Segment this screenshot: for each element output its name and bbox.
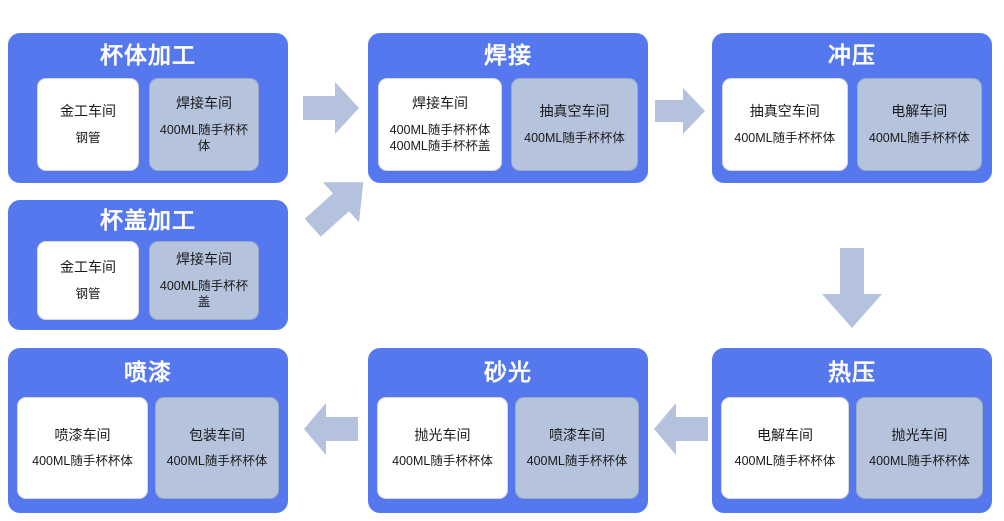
process-card-title: 冲压 (828, 42, 876, 68)
workshop-items: 400ML随手杯杯体 (869, 454, 970, 469)
workshop-name: 电解车间 (757, 426, 813, 443)
workshop-slot-row: 电解车间 400ML随手杯杯体 抛光车间 400ML随手杯杯体 (721, 397, 983, 499)
workshop-items: 400ML随手杯杯盖 (159, 278, 249, 309)
workshop-items: 钢管 (75, 286, 101, 301)
workshop-items: 400ML随手杯杯体 (526, 454, 628, 469)
workshop-name: 喷漆车间 (54, 426, 111, 443)
process-card-spray-painting[interactable]: 喷漆 喷漆车间 400ML随手杯杯体 包装车间 400ML随手杯杯体 (8, 348, 288, 513)
process-card-cup-lid-processing[interactable]: 杯盖加工 金工车间 钢管 焊接车间 400ML随手杯杯盖 (8, 200, 288, 330)
arrow-right-icon (655, 88, 705, 134)
process-card-sanding[interactable]: 砂光 抛光车间 400ML随手杯杯体 喷漆车间 400ML随手杯杯体 (368, 348, 648, 513)
workshop-items: 400ML随手杯杯体 (524, 130, 625, 145)
workshop-items: 400ML随手杯杯体 (166, 454, 268, 469)
process-card-title: 砂光 (484, 359, 532, 385)
workshop-name: 焊接车间 (176, 251, 232, 267)
workshop-slot-row: 抛光车间 400ML随手杯杯体 喷漆车间 400ML随手杯杯体 (377, 397, 639, 499)
workshop-slot[interactable]: 电解车间 400ML随手杯杯体 (856, 78, 982, 171)
workshop-slot[interactable]: 抛光车间 400ML随手杯杯体 (377, 397, 508, 499)
workshop-name: 抛光车间 (414, 426, 471, 443)
workshop-slot-row: 喷漆车间 400ML随手杯杯体 包装车间 400ML随手杯杯体 (17, 397, 279, 499)
workshop-name: 抽真空车间 (749, 103, 820, 120)
workshop-slot[interactable]: 电解车间 400ML随手杯杯体 (721, 397, 849, 499)
workshop-slot[interactable]: 焊接车间 400ML随手杯杯盖 (149, 241, 259, 320)
workshop-slot[interactable]: 喷漆车间 400ML随手杯杯体 (17, 397, 148, 499)
workshop-slot-row: 抽真空车间 400ML随手杯杯体 电解车间 400ML随手杯杯体 (722, 78, 982, 171)
process-card-title: 热压 (828, 359, 876, 385)
workshop-slot[interactable]: 抽真空车间 400ML随手杯杯体 (722, 78, 848, 171)
workshop-slot[interactable]: 金工车间 钢管 (37, 241, 139, 320)
arrow-up-right-icon (300, 172, 376, 238)
process-card-hot-pressing[interactable]: 热压 电解车间 400ML随手杯杯体 抛光车间 400ML随手杯杯体 (712, 348, 992, 513)
workshop-slot[interactable]: 包装车间 400ML随手杯杯体 (155, 397, 279, 499)
workshop-name: 喷漆车间 (549, 426, 605, 443)
workshop-items: 钢管 (75, 130, 101, 145)
arrow-left-icon (654, 403, 708, 455)
workshop-slot[interactable]: 焊接车间 400ML随手杯杯体 400ML随手杯杯盖 (378, 78, 502, 171)
workshop-slot-row: 金工车间 钢管 焊接车间 400ML随手杯杯盖 (18, 241, 278, 320)
arrow-down-icon (822, 248, 882, 328)
workshop-name: 电解车间 (891, 103, 948, 120)
workshop-name: 抽真空车间 (539, 103, 610, 120)
workshop-items: 400ML随手杯杯体 (159, 122, 249, 153)
workshop-slot[interactable]: 抽真空车间 400ML随手杯杯体 (511, 78, 638, 171)
workshop-items: 400ML随手杯杯体 (734, 130, 836, 145)
workshop-name: 抛光车间 (891, 426, 948, 443)
process-card-title: 焊接 (484, 42, 532, 68)
workshop-name: 包装车间 (189, 426, 245, 443)
workshop-slot[interactable]: 焊接车间 400ML随手杯杯体 (149, 78, 259, 171)
workshop-slot-row: 焊接车间 400ML随手杯杯体 400ML随手杯杯盖 抽真空车间 400ML随手… (378, 78, 638, 171)
arrow-right-icon (303, 82, 359, 134)
workshop-name: 金工车间 (60, 103, 116, 120)
workshop-slot[interactable]: 抛光车间 400ML随手杯杯体 (856, 397, 983, 499)
process-card-title: 杯盖加工 (100, 207, 196, 233)
workshop-items: 400ML随手杯杯体 (32, 454, 133, 469)
workshop-name: 金工车间 (60, 259, 116, 276)
workshop-items: 400ML随手杯杯体 (392, 454, 493, 469)
workshop-name: 焊接车间 (176, 95, 232, 111)
workshop-items: 400ML随手杯杯体 400ML随手杯杯盖 (389, 122, 491, 153)
workshop-items: 400ML随手杯杯体 (868, 130, 970, 145)
workshop-slot[interactable]: 喷漆车间 400ML随手杯杯体 (515, 397, 639, 499)
process-card-title: 杯体加工 (100, 42, 196, 68)
workshop-slot[interactable]: 金工车间 钢管 (37, 78, 139, 171)
process-card-cup-body-processing[interactable]: 杯体加工 金工车间 钢管 焊接车间 400ML随手杯杯体 (8, 33, 288, 183)
workshop-slot-row: 金工车间 钢管 焊接车间 400ML随手杯杯体 (18, 78, 278, 171)
arrow-left-icon (304, 403, 358, 455)
workshop-name: 焊接车间 (412, 95, 468, 111)
process-card-title: 喷漆 (124, 359, 172, 385)
workshop-items: 400ML随手杯杯体 (734, 454, 836, 469)
process-card-welding[interactable]: 焊接 焊接车间 400ML随手杯杯体 400ML随手杯杯盖 抽真空车间 400M… (368, 33, 648, 183)
process-card-stamping[interactable]: 冲压 抽真空车间 400ML随手杯杯体 电解车间 400ML随手杯杯体 (712, 33, 992, 183)
